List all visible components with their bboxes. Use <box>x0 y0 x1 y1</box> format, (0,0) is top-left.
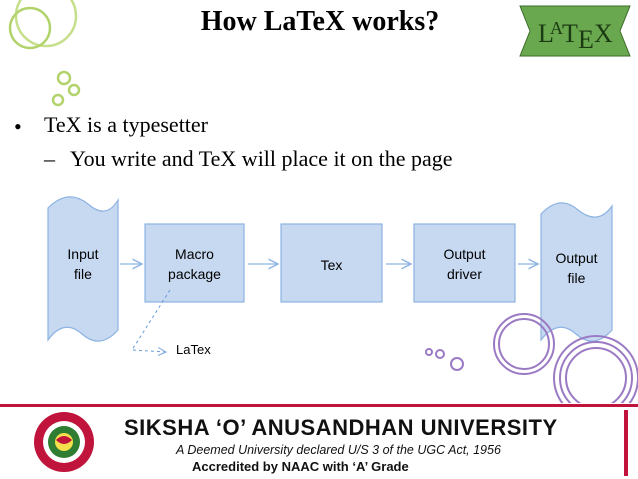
svg-text:A: A <box>550 18 563 38</box>
output-file-label: Output file <box>555 250 598 286</box>
decorative-circles-top-left <box>8 0 81 107</box>
university-banner <box>0 403 638 479</box>
latex-logo-icon: L A T E X <box>519 5 631 57</box>
university-accreditation: Accredited by NAAC with ‘A’ Grade <box>192 459 409 474</box>
bullet-text: TeX is a typesetter <box>44 112 209 137</box>
tex-shape <box>280 223 383 303</box>
university-name: SIKSHA ‘O’ ANUSANDHAN UNIVERSITY <box>124 415 558 440</box>
macro-package-label: Macro package <box>168 246 221 282</box>
input-file-shape <box>47 196 119 342</box>
svg-text:L: L <box>538 19 554 48</box>
university-subtitle: A Deemed University declared U/S 3 of th… <box>176 443 501 457</box>
svg-text:T: T <box>562 19 578 48</box>
output-driver-shape <box>413 223 516 303</box>
university-seal-icon <box>34 412 94 472</box>
output-file-shape <box>540 202 613 342</box>
svg-text:X: X <box>594 19 613 48</box>
svg-text:E: E <box>578 25 594 54</box>
bullet-marker: • <box>14 114 22 139</box>
macro-package-shape <box>144 223 245 303</box>
output-driver-label: Output driver <box>443 246 486 282</box>
latex-note-label: LaTex <box>176 342 211 357</box>
banner-frame <box>0 404 638 476</box>
tex-label: Tex <box>320 257 343 273</box>
sub-bullet-marker: – <box>44 146 55 171</box>
input-file-label: Input file <box>67 246 99 282</box>
slide-title: How LaTeX works? <box>200 6 440 37</box>
sub-bullet-text: You write and TeX will place it on the p… <box>70 146 453 171</box>
